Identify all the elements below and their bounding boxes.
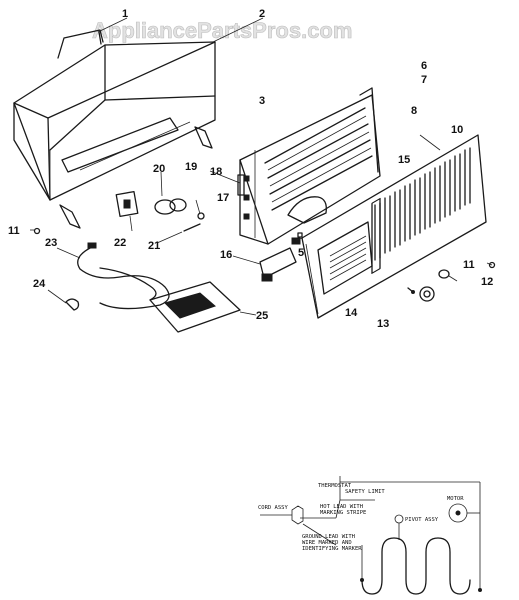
callout-15: 15 bbox=[398, 154, 410, 166]
screw-14 bbox=[407, 287, 415, 294]
callout-20: 20 bbox=[153, 163, 165, 175]
callout-5: 5 bbox=[298, 247, 304, 259]
wiring-hot-lead-2: MARKING STRIPE bbox=[320, 510, 366, 516]
wiring-motor: MOTOR bbox=[447, 496, 464, 502]
callout-25: 25 bbox=[256, 310, 268, 322]
screw-17 bbox=[197, 212, 205, 220]
bushing-12 bbox=[438, 269, 450, 279]
wiring-ground-2: WIRE MARKED AND bbox=[302, 540, 352, 546]
screw-11-left bbox=[33, 227, 41, 235]
wiring-safety-limit: SAFETY LIMIT bbox=[345, 489, 385, 495]
control-knob bbox=[419, 286, 435, 302]
wiring-cord-assy: CORD ASSY bbox=[258, 505, 288, 511]
heating-element-assembly bbox=[239, 87, 381, 245]
screw-21 bbox=[183, 223, 201, 232]
wiring-ground-1: GROUND LEAD WITH bbox=[302, 534, 355, 540]
cabinet-housing bbox=[13, 29, 216, 229]
callout-11-left: 11 bbox=[8, 225, 20, 237]
thermostat-5 bbox=[291, 232, 303, 245]
motor-18 bbox=[237, 174, 245, 196]
callout-13: 13 bbox=[377, 318, 389, 330]
callout-12: 12 bbox=[481, 276, 493, 288]
wiring-ground-3: IDENTIFYING MARKER bbox=[302, 546, 362, 552]
callout-11-right: 11 bbox=[463, 259, 475, 271]
wiring-schematic: THERMOSTAT SAFETY LIMIT CORD ASSY HOT LE… bbox=[258, 476, 482, 595]
instruction-manual-25 bbox=[149, 281, 241, 333]
callout-19: 19 bbox=[185, 161, 197, 173]
callout-22: 22 bbox=[114, 237, 126, 249]
screw-11-right bbox=[488, 261, 496, 269]
callout-3: 3 bbox=[259, 95, 265, 107]
wiring-hot-lead-1: HOT LEAD WITH bbox=[320, 504, 363, 510]
callout-7: 7 bbox=[421, 74, 427, 86]
callout-16: 16 bbox=[220, 249, 232, 261]
callout-2: 2 bbox=[259, 8, 265, 20]
power-cord-23 bbox=[77, 242, 170, 310]
callout-17: 17 bbox=[217, 192, 229, 204]
leader-lines bbox=[30, 17, 493, 316]
callout-14: 14 bbox=[345, 307, 358, 319]
wiring-thermostat: THERMOSTAT bbox=[318, 483, 352, 489]
front-grille-panel bbox=[301, 134, 487, 319]
switch-16 bbox=[259, 247, 297, 282]
watermark: AppliancePartsPros.com bbox=[92, 18, 352, 43]
cord-clip-24 bbox=[65, 298, 80, 311]
fan-blade-19 bbox=[154, 198, 187, 215]
wiring-pivot-assy: PIVOT ASSY bbox=[405, 517, 439, 523]
bracket-20 bbox=[115, 190, 139, 218]
callout-23: 23 bbox=[45, 237, 57, 249]
callout-labels: 1 2 3 5 6 7 8 10 11 11 12 13 14 15 16 17… bbox=[8, 8, 493, 330]
callout-24: 24 bbox=[33, 278, 46, 290]
callout-6: 6 bbox=[421, 60, 427, 72]
callout-10: 10 bbox=[451, 124, 463, 136]
callout-18: 18 bbox=[210, 166, 222, 178]
callout-21: 21 bbox=[148, 240, 160, 252]
callout-1: 1 bbox=[122, 8, 128, 20]
callout-8: 8 bbox=[411, 105, 417, 117]
